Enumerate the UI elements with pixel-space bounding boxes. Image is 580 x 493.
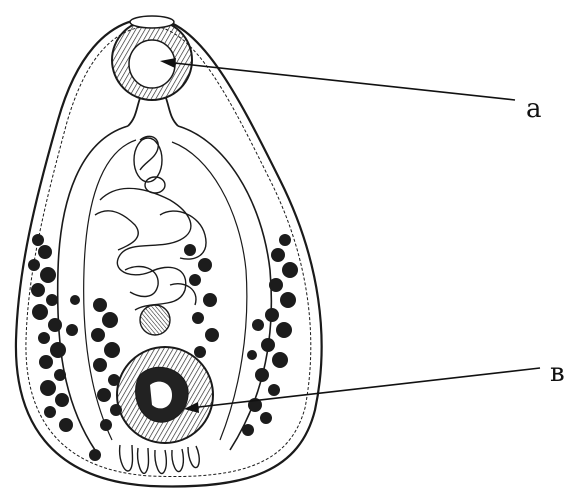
vitellaria-mid-right [184, 244, 219, 358]
ventral-sucker [117, 347, 213, 443]
vitellaria-left [28, 234, 101, 461]
label-b: в [550, 358, 565, 388]
posterior-glands [120, 445, 200, 473]
uterus [95, 136, 206, 310]
pointer-a [160, 58, 515, 100]
label-a: a [526, 94, 542, 124]
pointer-b [184, 368, 540, 413]
pharynx [128, 98, 178, 126]
vitellaria-mid-left [91, 298, 122, 431]
ovary [140, 305, 170, 335]
